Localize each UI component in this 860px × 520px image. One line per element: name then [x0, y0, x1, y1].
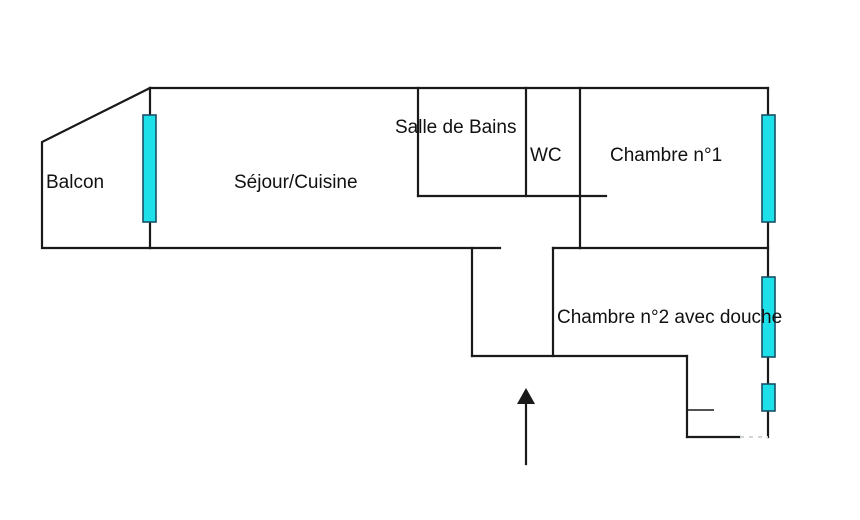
label-sejour-cuisine: Séjour/Cuisine	[234, 172, 358, 193]
walls	[40, 86, 770, 439]
windows	[142, 114, 776, 412]
label-chambre-2: Chambre n°2 avec douche	[557, 307, 782, 328]
window-chambre2-small	[761, 383, 776, 412]
window-balcon	[142, 114, 157, 223]
label-salle-de-bains: Salle de Bains	[395, 117, 516, 138]
label-wc: WC	[530, 145, 562, 166]
label-balcon: Balcon	[46, 172, 104, 193]
balcon-walls	[40, 86, 152, 250]
window-chambre1	[761, 114, 776, 223]
entrance-arrow-icon	[517, 388, 535, 466]
label-chambre-1: Chambre n°1	[610, 145, 722, 166]
room-labels: Balcon Séjour/Cuisine Salle de Bains WC …	[46, 117, 782, 328]
window-chambre2	[761, 276, 776, 358]
